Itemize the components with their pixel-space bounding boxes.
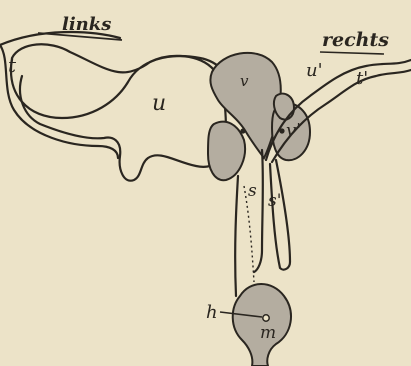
left-outer-contour xyxy=(0,45,118,158)
label-u: u xyxy=(152,91,166,116)
left-lower-lobe xyxy=(208,122,245,180)
marker-h-ring xyxy=(263,315,269,321)
label-s-prime: s' xyxy=(268,191,281,211)
left-horn-outline xyxy=(0,32,236,118)
label-t-prime: t' xyxy=(356,68,368,89)
label-v: v xyxy=(240,72,249,90)
central-canal xyxy=(235,150,290,296)
rechts-underline xyxy=(320,52,384,54)
label-h: h xyxy=(206,302,218,323)
label-links: links xyxy=(62,14,111,35)
label-t: t xyxy=(8,53,17,77)
label-rechts: rechts xyxy=(322,29,389,51)
marker-dot-left xyxy=(240,128,245,133)
right-small-lobe xyxy=(274,94,294,120)
marker-dot-right xyxy=(279,128,284,133)
label-u-prime: u' xyxy=(306,60,323,81)
label-s: s xyxy=(248,181,257,201)
label-v-prime: v' xyxy=(286,120,301,141)
label-m: m xyxy=(260,323,276,343)
